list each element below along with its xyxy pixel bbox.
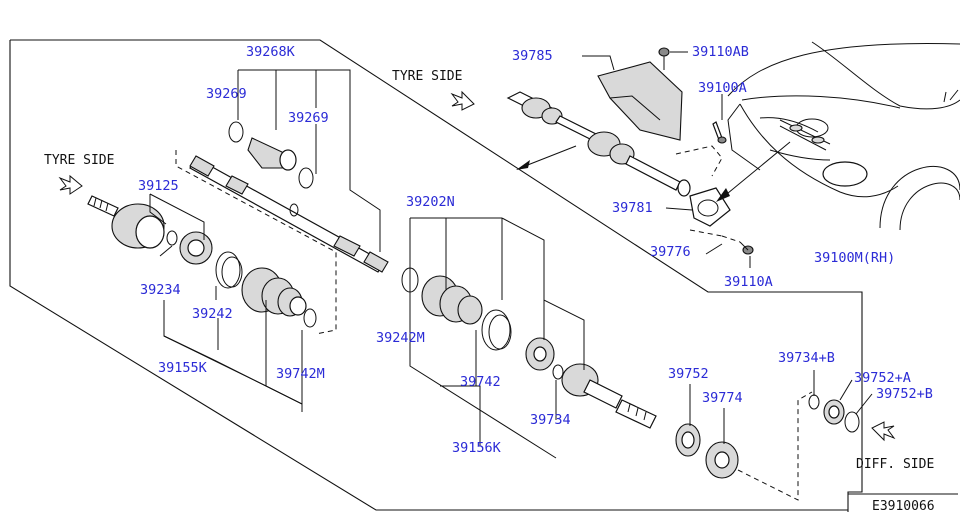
label-39202N[interactable]: 39202N (406, 194, 455, 210)
assembled-drive-shaft (506, 91, 691, 197)
diagram-code: E3910066 (872, 499, 935, 514)
label-39110A[interactable]: 39110A (724, 274, 773, 290)
diff-side-label: DIFF. SIDE (856, 457, 934, 472)
label-39155K[interactable]: 39155K (158, 360, 208, 376)
label-39776[interactable]: 39776 (650, 244, 691, 260)
label-39742M[interactable]: 39742M (276, 366, 325, 382)
label-39742[interactable]: 39742 (460, 374, 501, 390)
label-39156K[interactable]: 39156K (452, 440, 502, 456)
circlip-39234 (166, 230, 178, 246)
shaft-dashed-box (175, 150, 337, 335)
seal-39752A (823, 399, 845, 425)
drive-shaft-bar (189, 155, 389, 273)
label-39100M-RH[interactable]: 39100M(RH) (814, 250, 895, 266)
label-39125[interactable]: 39125 (138, 178, 179, 194)
diff-side-arrow (871, 421, 896, 442)
boot-39242 (241, 267, 307, 317)
assembly-frame (9, 39, 863, 512)
tyre-side-arrow-top (450, 90, 475, 111)
bearing-dashed-guide (737, 391, 813, 501)
tyre-side-label-top: TYRE SIDE (392, 69, 462, 84)
tyre-side-arrow-left (58, 174, 83, 195)
snap-ring-39734 (552, 364, 564, 380)
boot-39202N (421, 275, 483, 325)
label-39752A[interactable]: 39752+A (854, 370, 911, 386)
seal-39752 (675, 423, 701, 457)
tripod-joint (525, 337, 555, 371)
label-39269-right[interactable]: 39269 (288, 110, 329, 126)
label-39242[interactable]: 39242 (192, 306, 233, 322)
car-front-illustration (727, 41, 960, 231)
label-39110AB[interactable]: 39110AB (692, 44, 749, 60)
label-39242M[interactable]: 39242M (376, 330, 425, 346)
band-39242 (215, 251, 243, 289)
circlip-39734B (808, 394, 820, 410)
bolt-39110AB (658, 47, 670, 70)
direction-arrow-shaft (519, 145, 577, 169)
bearing-39774 (705, 441, 739, 479)
inner-housing-39156K (561, 363, 657, 429)
inner-race-39125 (179, 231, 213, 265)
label-39734[interactable]: 39734 (530, 412, 571, 428)
label-39269-left[interactable]: 39269 (206, 86, 247, 102)
label-39785[interactable]: 39785 (512, 48, 553, 64)
label-39781[interactable]: 39781 (612, 200, 653, 216)
label-39234[interactable]: 39234 (140, 282, 181, 298)
label-39734B[interactable]: 39734+B (778, 350, 835, 366)
seal-39752B (844, 411, 860, 433)
label-39774[interactable]: 39774 (702, 390, 743, 406)
bolt-39100A (712, 121, 727, 144)
tyre-side-label-left: TYRE SIDE (44, 153, 114, 168)
band-39269-right (298, 167, 314, 189)
label-39268K[interactable]: 39268K (246, 44, 296, 60)
outer-joint-39125 (87, 195, 165, 249)
dashed-guide-top (675, 145, 741, 243)
label-39100A[interactable]: 39100A (698, 80, 747, 96)
leader-lines (149, 51, 873, 459)
band-39742 (481, 309, 512, 351)
label-39752[interactable]: 39752 (668, 366, 709, 382)
band-39742M (303, 308, 317, 328)
arrow-head-shaft (516, 160, 530, 170)
bracket-39785 (597, 61, 683, 141)
bolt-39110A (739, 241, 754, 255)
band-39269-left (228, 121, 244, 143)
arrow-head-car (716, 188, 730, 202)
boot-39269 (247, 137, 297, 171)
label-39752B[interactable]: 39752+B (876, 386, 933, 402)
direction-arrow-car (721, 141, 791, 199)
